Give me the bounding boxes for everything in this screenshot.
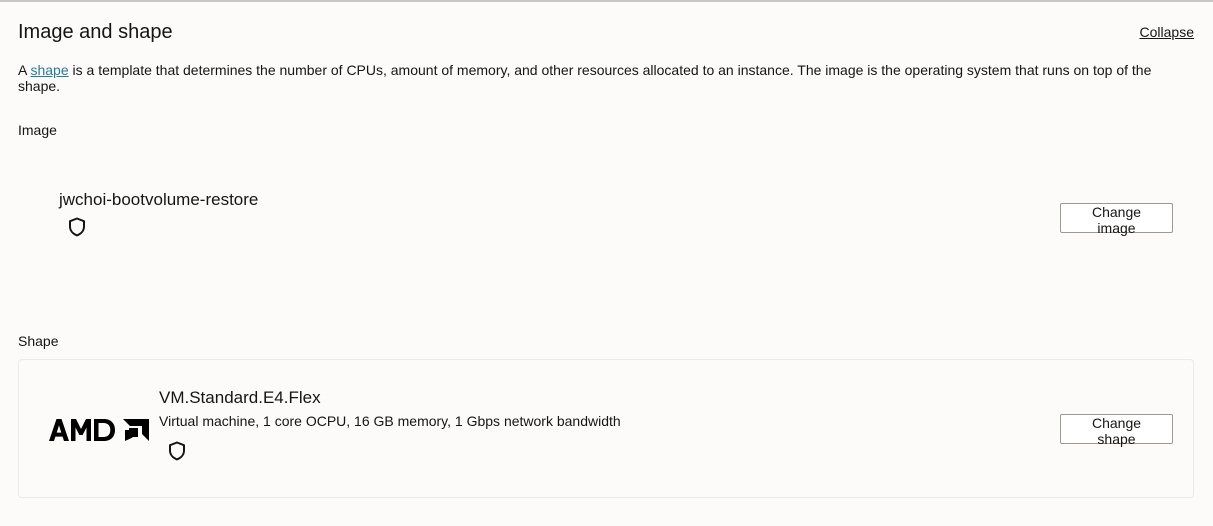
description-prefix: A — [18, 62, 31, 78]
section-title: Image and shape — [18, 21, 173, 43]
description-suffix: is a template that determines the number… — [18, 62, 1152, 94]
shape-label: Shape — [18, 333, 59, 349]
change-shape-button[interactable]: Change shape — [1060, 414, 1173, 447]
shape-link[interactable]: shape — [30, 62, 69, 78]
image-label: Image — [18, 122, 57, 138]
faint-background-text — [0, 256, 160, 267]
collapse-link[interactable]: Collapse — [1139, 24, 1194, 40]
change-image-button[interactable]: Change image — [1060, 203, 1173, 236]
top-divider — [0, 0, 1213, 2]
section-description: A shape is a template that determines th… — [18, 62, 1178, 94]
shield-icon — [68, 217, 86, 237]
shape-details: Virtual machine, 1 core OCPU, 16 GB memo… — [159, 413, 621, 429]
shape-card — [18, 359, 1194, 498]
shield-icon — [168, 441, 186, 461]
amd-logo — [49, 418, 151, 442]
shape-name: VM.Standard.E4.Flex — [159, 388, 321, 407]
image-name: jwchoi-bootvolume-restore — [59, 190, 259, 209]
